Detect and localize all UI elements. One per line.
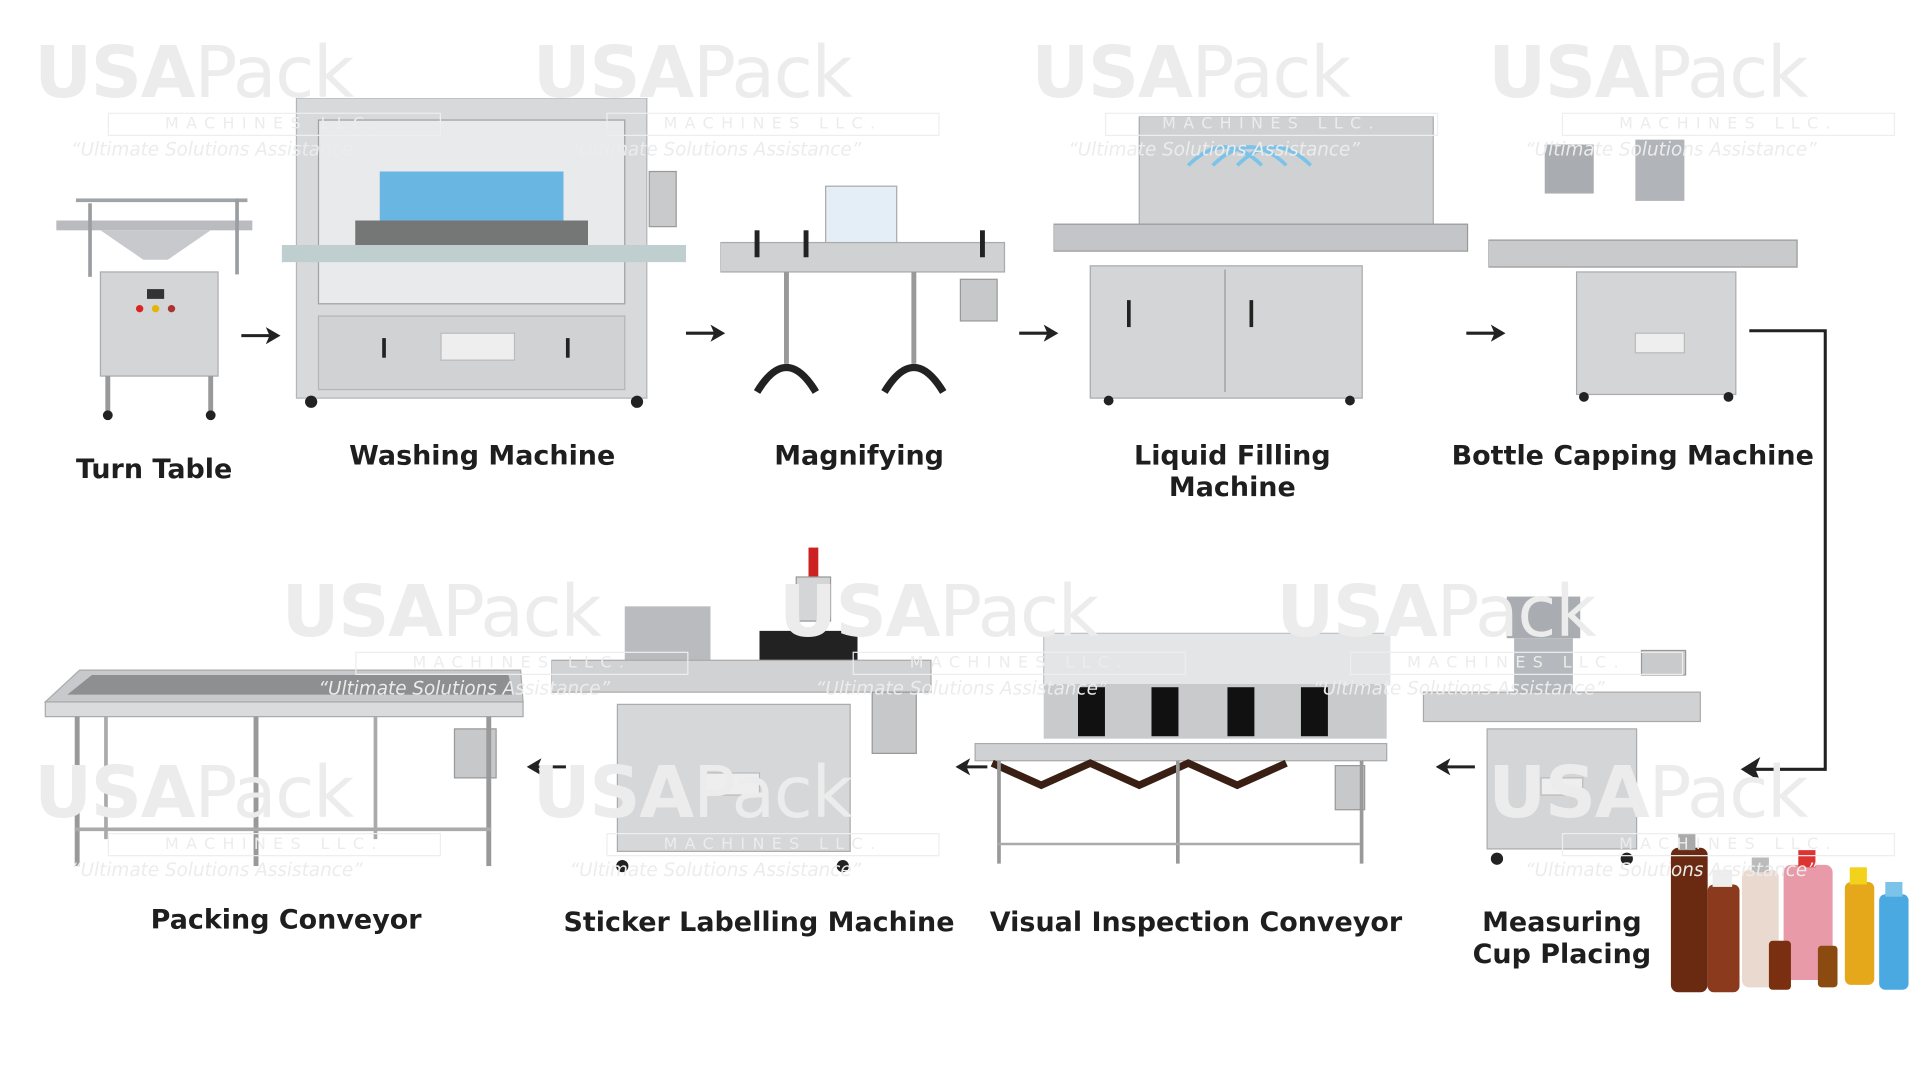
- label-line-2: Machine: [1168, 472, 1296, 504]
- label-line-2: Cup Placing: [1472, 939, 1652, 971]
- measuring-cup-placing-machine: [1422, 596, 1701, 865]
- watermark-brand: USAPack: [1031, 30, 1352, 114]
- watermark-brand-light: Pack: [1648, 30, 1809, 114]
- bottle-capping-machine: [1488, 139, 1798, 402]
- visual-inspection-conveyor: [974, 632, 1391, 864]
- step-label-turn-table: Turn Table: [75, 454, 233, 486]
- step-label-magnifying: Magnifying: [774, 441, 944, 472]
- label-line-1: Measuring: [1482, 907, 1642, 939]
- watermark-brand-light: Pack: [693, 30, 853, 114]
- arrow-right-icon: [685, 324, 726, 342]
- watermark-sub: MACHINES LLC.: [1561, 112, 1896, 136]
- step-label-bottle-capping: Bottle Capping Machine: [1451, 441, 1814, 472]
- turn-table-machine: [56, 198, 253, 421]
- packing-conveyor: [43, 669, 524, 867]
- arrow-right-icon: [1466, 324, 1506, 342]
- arrow-right-icon: [241, 327, 281, 345]
- watermark-brand-bold: USA: [281, 569, 443, 653]
- magnifying-machine: [720, 185, 1006, 394]
- watermark-brand-bold: USA: [1488, 30, 1649, 114]
- arrow-left-icon: [1435, 758, 1475, 776]
- step-label-visual-inspection: Visual Inspection Conveyor: [989, 907, 1403, 939]
- step-label-sticker-labelling: Sticker Labelling Machine: [563, 907, 955, 939]
- watermark-brand-light: Pack: [1191, 30, 1352, 114]
- label-line-1: Liquid Filling: [1134, 441, 1331, 472]
- sticker-labelling-machine: [551, 547, 932, 873]
- arrow-left-icon: [955, 758, 988, 776]
- watermark-brand-bold: USA: [34, 30, 195, 114]
- watermark-brand-bold: USA: [1031, 30, 1192, 114]
- washing-machine: [281, 98, 686, 408]
- connector-arrow-icon: [1740, 329, 1827, 782]
- watermark-brand: USAPack: [1488, 30, 1809, 114]
- product-bottles-image: [1670, 833, 1909, 993]
- arrow-right-icon: [1019, 324, 1059, 342]
- arrow-left-icon: [526, 758, 566, 776]
- liquid-filling-machine: [1053, 116, 1469, 406]
- step-label-packing-conveyor: Packing Conveyor: [150, 905, 422, 936]
- step-label-washing-machine: Washing Machine: [349, 441, 616, 472]
